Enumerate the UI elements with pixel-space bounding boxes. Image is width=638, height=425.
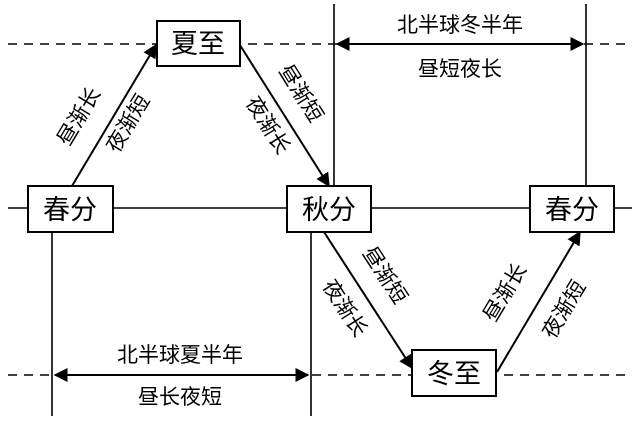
winter-half-title: 北半球冬半年 bbox=[397, 13, 523, 37]
svg-text:春分: 春分 bbox=[545, 195, 599, 226]
label-winter-spring-outer: 昼渐长 bbox=[478, 259, 531, 325]
node-autumn-equinox: 秋分 bbox=[286, 185, 372, 233]
arrow-spring-to-summer bbox=[71, 43, 157, 187]
svg-text:春分: 春分 bbox=[43, 195, 97, 226]
node-spring-equinox-right: 春分 bbox=[529, 185, 615, 233]
svg-text:冬至: 冬至 bbox=[427, 359, 481, 390]
label-summer-autumn-inner: 夜渐长 bbox=[241, 92, 295, 158]
summer-half-subtitle: 昼长夜短 bbox=[138, 385, 222, 409]
summer-half-title: 北半球夏半年 bbox=[117, 343, 243, 367]
label-summer-autumn-outer: 昼渐短 bbox=[274, 60, 328, 126]
arrow-autumn-to-winter bbox=[323, 231, 413, 370]
arrow-winter-to-spring bbox=[496, 230, 581, 373]
label-autumn-winter-inner: 夜渐长 bbox=[318, 275, 372, 341]
label-spring-summer-outer: 昼渐长 bbox=[52, 83, 105, 149]
node-winter-solstice: 冬至 bbox=[411, 349, 497, 397]
arrow-summer-to-autumn bbox=[237, 41, 330, 188]
svg-text:秋分: 秋分 bbox=[302, 195, 356, 226]
label-winter-spring-inner: 夜渐短 bbox=[537, 276, 590, 342]
node-summer-solstice: 夏至 bbox=[156, 20, 241, 67]
winter-half-subtitle: 昼短夜长 bbox=[418, 57, 502, 81]
node-spring-equinox-left: 春分 bbox=[27, 185, 114, 233]
svg-text:夏至: 夏至 bbox=[171, 29, 225, 60]
